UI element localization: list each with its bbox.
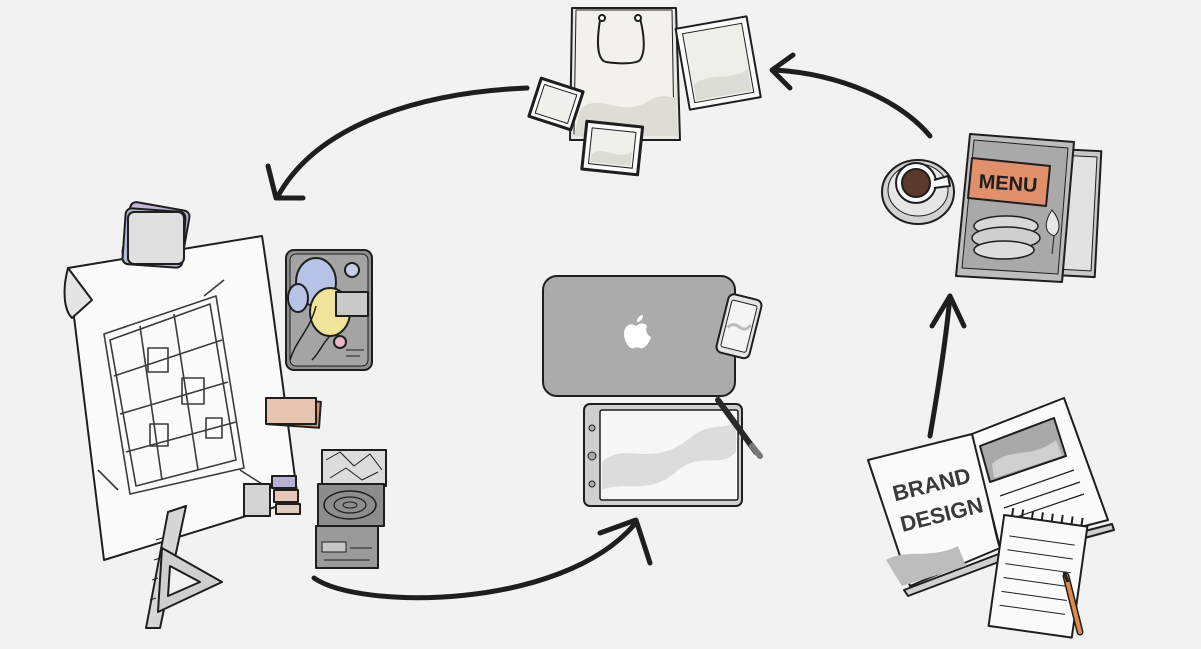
cycle-arrow-icon bbox=[311, 522, 637, 601]
cycle-arrow-icon bbox=[769, 52, 796, 91]
cycle-arrow-icon bbox=[772, 67, 933, 139]
cycle-arrow-icon bbox=[265, 163, 306, 201]
material-swatch bbox=[243, 483, 271, 517]
menu-card: MENU bbox=[955, 133, 1075, 283]
gift-card-bottom bbox=[580, 119, 645, 177]
cafe-menu-group: MENU bbox=[881, 133, 1103, 283]
balloon-moodboard-card bbox=[285, 249, 373, 371]
floor-plan-drawing bbox=[97, 279, 263, 495]
cycle-arrows bbox=[265, 52, 967, 601]
architecture-group bbox=[63, 201, 387, 629]
brand-book-group: BRAND DESIGN bbox=[867, 397, 1115, 639]
color-swatch-lilac bbox=[271, 475, 297, 489]
gift-card-large bbox=[674, 15, 762, 111]
cycle-arrow-icon bbox=[929, 293, 967, 329]
gift-card-small bbox=[527, 76, 585, 132]
cycle-arrow-icon bbox=[927, 293, 953, 439]
coffee-cup-icon bbox=[881, 159, 955, 225]
laptop bbox=[542, 275, 736, 397]
color-swatch-peach bbox=[273, 489, 299, 503]
apple-logo-icon bbox=[624, 315, 651, 349]
fabric-sample-cards bbox=[265, 397, 322, 429]
notepad bbox=[987, 508, 1089, 639]
drawing-tablet bbox=[583, 403, 743, 507]
cycle-arrow-icon bbox=[275, 85, 530, 199]
material-tiles bbox=[315, 449, 387, 569]
devices-group bbox=[542, 275, 763, 507]
color-swatch-sand bbox=[275, 503, 301, 515]
brand-book: BRAND DESIGN bbox=[867, 397, 1115, 597]
pencil-icon bbox=[1062, 571, 1084, 636]
shopping-group bbox=[527, 7, 762, 177]
color-chip-stack bbox=[121, 201, 191, 269]
triangle-ruler-icon bbox=[145, 505, 223, 629]
stylus-icon bbox=[715, 397, 763, 459]
cycle-arrow-icon bbox=[597, 517, 653, 566]
menu-label: MENU bbox=[978, 171, 1038, 197]
smartphone bbox=[715, 293, 763, 360]
floor-plan-sheet bbox=[63, 235, 301, 561]
shopping-bag-icon bbox=[569, 7, 681, 141]
